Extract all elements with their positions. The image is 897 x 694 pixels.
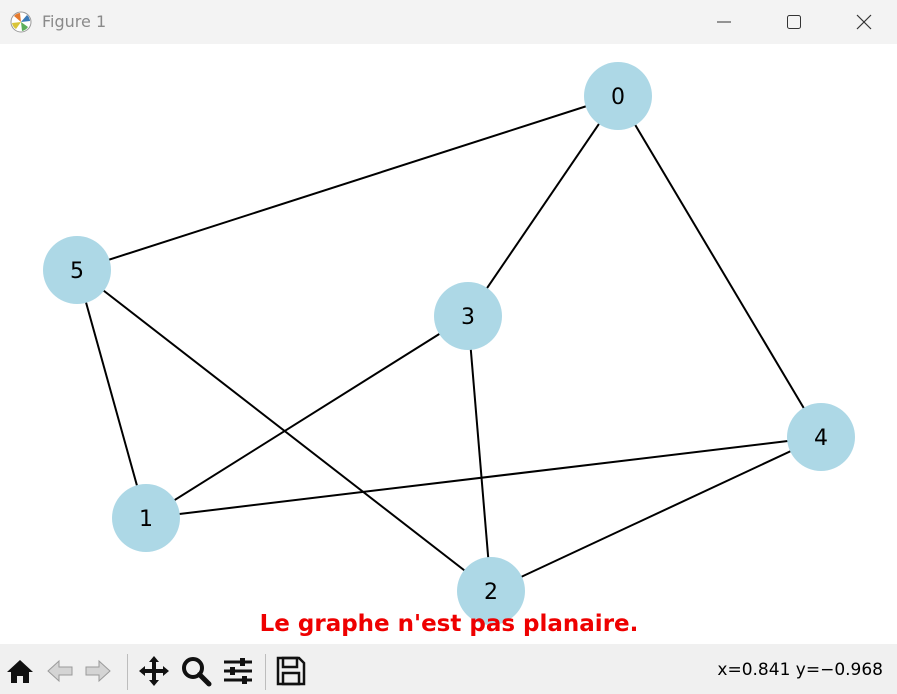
window-title: Figure 1: [42, 12, 107, 31]
figure-canvas[interactable]: 0 1 2 3 4 5 Le graphe n'est pas planaire.: [0, 44, 897, 644]
graph-node-0: [584, 62, 652, 130]
close-button[interactable]: [829, 0, 897, 44]
save-icon: [276, 656, 306, 686]
minimize-icon: [717, 21, 731, 23]
graph-edge-3-2: [467, 315, 492, 592]
graph-edge-4-2: [490, 436, 822, 592]
graph-node-5: [43, 236, 111, 304]
graph-edge-0-4: [617, 95, 822, 438]
forward-icon: [85, 659, 111, 683]
forward-button[interactable]: [82, 655, 114, 687]
configure-subplots-button[interactable]: [222, 655, 254, 687]
back-button[interactable]: [44, 655, 76, 687]
graph-node-1: [112, 484, 180, 552]
pan-icon: [139, 656, 169, 686]
graph-node-label-0: 0: [611, 85, 625, 110]
configure-subplots-icon: [224, 658, 252, 684]
toolbar-separator: [127, 654, 128, 690]
cursor-coordinates: x=0.841 y=−0.968: [717, 660, 883, 680]
matplotlib-logo-icon: [10, 11, 32, 33]
graph-plot: 0 1 2 3 4 5 Le graphe n'est pas planaire.: [43, 62, 855, 637]
graph-node-label-5: 5: [70, 259, 84, 284]
graph-edge-5-1: [76, 269, 147, 519]
graph-node-3: [434, 282, 502, 350]
graph-edge-0-5: [76, 95, 619, 271]
minimize-button[interactable]: [689, 0, 759, 44]
planarity-message: Le graphe n'est pas planaire.: [260, 611, 639, 637]
save-button[interactable]: [275, 655, 307, 687]
graph-node-2: [457, 557, 525, 625]
graph-node-label-4: 4: [814, 426, 828, 451]
home-icon: [7, 660, 33, 683]
close-icon: [856, 14, 872, 30]
graph-node-4: [787, 403, 855, 471]
toolbar-separator: [265, 654, 266, 690]
home-button[interactable]: [4, 655, 36, 687]
graph-edge-1-4: [145, 436, 822, 519]
pan-button[interactable]: [138, 655, 170, 687]
graph-node-label-1: 1: [139, 507, 153, 532]
zoom-icon: [182, 657, 212, 687]
maximize-icon: [787, 15, 801, 29]
title-bar: Figure 1: [0, 0, 897, 44]
zoom-button[interactable]: [180, 655, 212, 687]
maximize-button[interactable]: [759, 0, 829, 44]
back-icon: [47, 659, 73, 683]
graph-node-label-2: 2: [484, 580, 498, 605]
graph-edge-0-3: [467, 95, 619, 317]
graph-edge-3-1: [145, 315, 469, 519]
graph-node-label-3: 3: [461, 305, 475, 330]
